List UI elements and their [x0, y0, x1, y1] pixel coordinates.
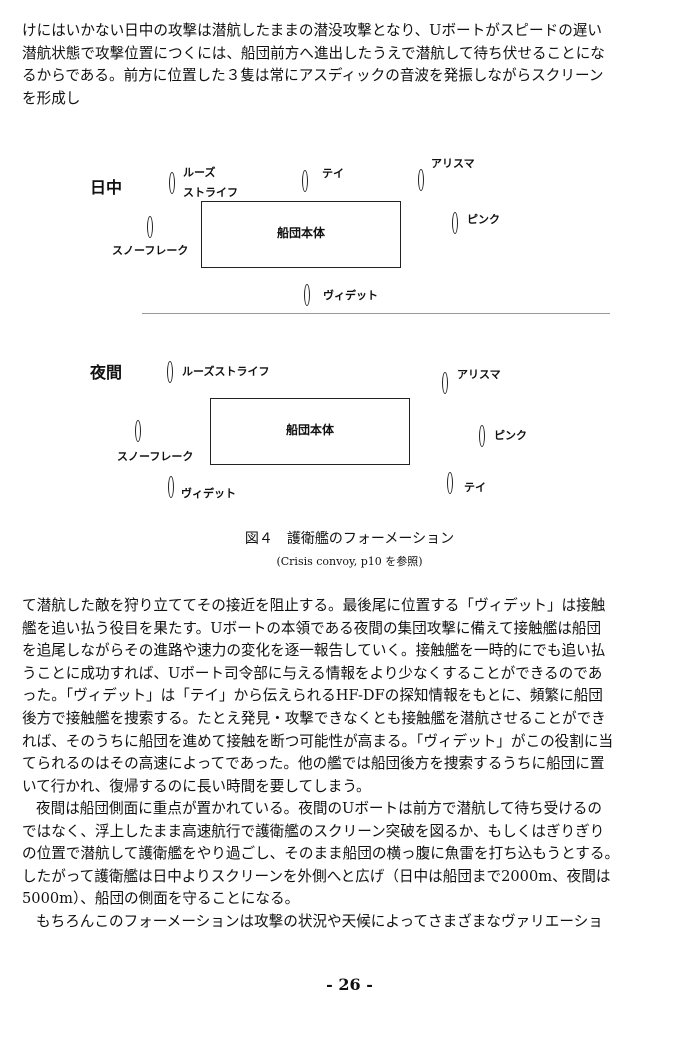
- ship-label-loosestrife-day-2: ストライフ: [183, 186, 238, 199]
- body-paragraph-3: もちろんこのフォーメーションは攻撃の状況や天候によってさまざまなヴァリエーショ: [22, 911, 677, 934]
- figure-caption: 図４ 護衛艦のフォーメーション: [244, 531, 455, 547]
- intro-paragraph: けにはいかない日中の攻撃は潜航したままの潜没攻撃となり、Uボートがスピードの遅い…: [22, 20, 677, 110]
- night-section-title: 夜間: [90, 363, 123, 382]
- ship-label-pink-night: ピンク: [494, 429, 527, 442]
- text-line: るからである。前方に位置した３隻は常にアスディックの音波を発振しながらスクリーン: [22, 67, 604, 85]
- text-line: て潜航した敵を狩り立ててその接近を阻止する。最後尾に位置する「ヴィデット」は接触: [22, 597, 606, 614]
- ship-label-loosestrife-night: ルーズストライフ: [182, 365, 270, 378]
- ship-label-loosestrife-day-1: ルーズ: [183, 166, 216, 179]
- ship-marker-alisma-day: [418, 169, 424, 191]
- text-line: を追尾しながらその進路や速力の変化を逐一報告していく。接触艦を一時的にでも追い払: [22, 642, 606, 660]
- ship-label-alisma-night: アリスマ: [457, 368, 501, 381]
- figure-source: (Crisis convoy, p10 を参照): [276, 555, 423, 568]
- text-line: れば、そのうちに船団を進めて接触を断つ可能性が高まる。「ヴィデット」がこの役割に…: [22, 732, 614, 750]
- ship-marker-pink-day: [452, 212, 458, 234]
- ship-marker-loosestrife-night: [167, 361, 173, 383]
- convoy-box-day: [201, 201, 401, 268]
- ship-marker-vidette-day: [304, 284, 310, 306]
- text-line: の位置で潜航して護衛艦をやり過ごし、そのまま船団の横っ腹に魚雷を打ち込もうとする…: [22, 845, 620, 863]
- ship-marker-snowflake-night: [135, 420, 141, 442]
- ship-label-alisma-day: アリスマ: [431, 157, 475, 170]
- ship-marker-vidette-night: [168, 476, 174, 498]
- text-line: った。「ヴィデット」は「テイ」から伝えられるHF-DFの探知情報をもとに、頻繁に…: [22, 687, 603, 705]
- text-line: もちろんこのフォーメーションは攻撃の状況や天候によってさまざまなヴァリエーショ: [36, 913, 603, 930]
- text-line: を形成し: [22, 89, 81, 107]
- text-line: したがって護衛艦は日中よりスクリーンを外側へと広げ（日中は船団まで2000m、夜…: [22, 867, 611, 885]
- page-number: - 26 -: [326, 975, 373, 994]
- text-line: いて行かれ、復帰するのに長い時間を要してしまう。: [22, 777, 371, 795]
- ship-marker-tay-day: [302, 170, 308, 192]
- ship-label-tay-night: テイ: [464, 481, 486, 494]
- convoy-label-night: 船団本体: [286, 423, 335, 437]
- day-night-divider: [142, 313, 610, 314]
- text-line: うことに成功すれば、Uボート司令部に与える情報をより少なくすることができるのであ: [22, 664, 603, 682]
- text-line: ではなく、浮上したまま高速航行で護衛艦のスクリーン突破を図るか、もしくはぎりぎり: [22, 822, 605, 840]
- ship-marker-loosestrife-day: [169, 172, 175, 194]
- ship-marker-snowflake-day: [147, 216, 153, 238]
- text-line: 潜航状態で攻撃位置につくには、船団前方へ進出したうえで潜航して待ち伏せることにな: [22, 44, 605, 62]
- day-section-title: 日中: [90, 178, 123, 197]
- ship-marker-tay-night: [447, 472, 453, 494]
- convoy-box-night: [210, 398, 410, 465]
- ship-label-snowflake-day: スノーフレーク: [112, 244, 189, 257]
- ship-label-pink-day: ピンク: [467, 213, 500, 226]
- body-paragraph-2: 夜間は船団側面に重点が置かれている。夜間のUボートは前方で潜航して待ち受けるの …: [22, 798, 677, 911]
- text-line: てられるのはその高速によってであった。他の艦では船団後方を捜索するうちに船団に置: [22, 755, 605, 773]
- body-paragraph-1: て潜航した敵を狩り立ててその接近を阻止する。最後尾に位置する「ヴィデット」は接触…: [22, 595, 677, 798]
- text-line: けにはいかない日中の攻撃は潜航したままの潜没攻撃となり、Uボートがスピードの遅い: [22, 22, 602, 39]
- ship-label-vidette-day: ヴィデット: [323, 289, 378, 302]
- text-line: 夜間は船団側面に重点が置かれている。夜間のUボートは前方で潜航して待ち受けるの: [36, 800, 602, 817]
- convoy-label-day: 船団本体: [277, 226, 326, 240]
- ship-label-tay-day: テイ: [322, 167, 344, 180]
- text-line: 5000m）、船団の側面を守ることになる。: [22, 890, 300, 908]
- ship-label-vidette-night: ヴィデット: [181, 487, 236, 500]
- text-line: 後方で接触艦を捜索する。たとえ発見・攻撃できなくとも接触艦を潜航させることができ: [22, 709, 606, 727]
- text-line: 艦を追い払う役目を果たす。Uボートの本領である夜間の集団攻撃に備えて接触艦は船団: [22, 619, 602, 637]
- ship-marker-alisma-night: [442, 372, 448, 394]
- ship-label-snowflake-night: スノーフレーク: [117, 450, 194, 463]
- ship-marker-pink-night: [479, 425, 485, 447]
